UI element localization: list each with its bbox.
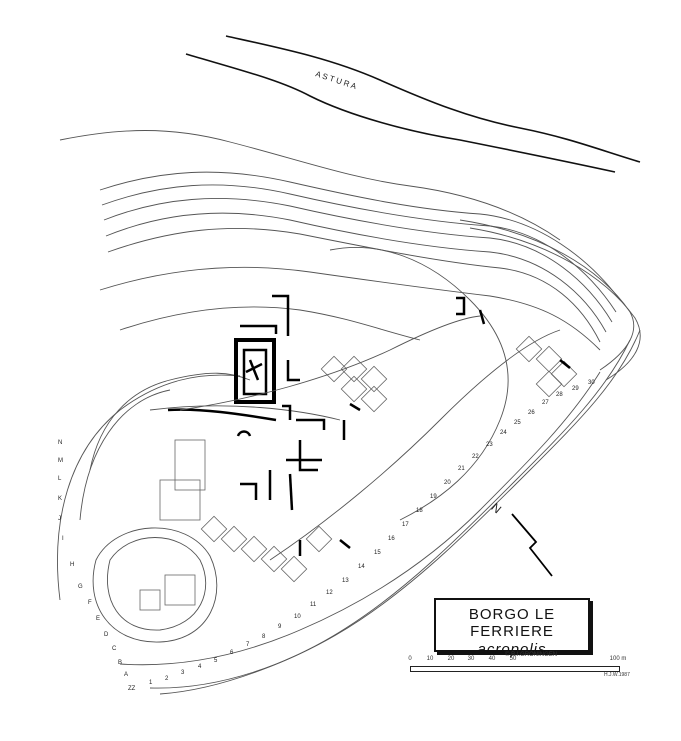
grid-label: 30 <box>588 380 595 386</box>
map-subtitle: acropolis <box>477 641 547 658</box>
scale-bar-line <box>410 666 620 672</box>
grid-label: 29 <box>572 386 579 392</box>
scale-label: 10 <box>426 656 434 662</box>
grid-label: 15 <box>374 550 381 556</box>
grid-label: 20 <box>444 480 451 486</box>
grid-label: 9 <box>278 624 282 630</box>
contour-lines <box>57 130 641 695</box>
scale-label: 100 m <box>609 656 627 662</box>
grid-label: 10 <box>294 614 301 620</box>
grid-label: N <box>58 440 62 446</box>
scale-label: 40 <box>488 656 496 662</box>
river-label: A S T U R A <box>314 69 358 91</box>
river-astura: A S T U R A <box>185 35 641 173</box>
scale-label: 30 <box>467 656 475 662</box>
grid-label: 3 <box>181 670 185 676</box>
grid-label: 27 <box>542 400 549 406</box>
grid-label: 16 <box>388 536 395 542</box>
excavation-grid <box>139 335 578 611</box>
grid-label: M <box>58 458 63 464</box>
building-walls <box>167 296 571 556</box>
grid-label: 24 <box>500 430 507 436</box>
grid-label: 14 <box>358 564 365 570</box>
grid-label: 23 <box>486 442 493 448</box>
temple-structure <box>234 294 290 404</box>
grid-label: 7 <box>246 642 250 648</box>
map-title-box: BORGO LE FERRIERE acropolis <box>434 598 590 658</box>
grid-label: 19 <box>430 494 437 500</box>
grid-label: I <box>62 536 64 542</box>
grid-label: K <box>58 496 62 502</box>
grid-label: 26 <box>528 410 535 416</box>
grid-label: 1 <box>149 680 153 686</box>
map-title: BORGO LE FERRIERE <box>468 606 556 640</box>
grid-label: E <box>96 616 100 622</box>
scale-label: 0 <box>408 656 412 662</box>
north-arrow: N <box>488 500 553 577</box>
scale-label: 20 <box>447 656 455 662</box>
grid-label: C <box>112 646 117 652</box>
grid-label: 22 <box>472 454 479 460</box>
grid-label: 4 <box>198 664 202 670</box>
grid-label: 6 <box>230 650 234 656</box>
grid-label: 5 <box>214 658 218 664</box>
grid-label: 11 <box>310 602 317 608</box>
grid-column-letters: ZZ A B C D E F G H I J K L M N <box>58 440 136 692</box>
map-credit: © B.I.GRONINGEN <box>505 652 558 658</box>
scale-label: 50 <box>509 656 517 662</box>
grid-label: 12 <box>326 590 333 596</box>
grid-label: 8 <box>262 634 266 640</box>
grid-label: 28 <box>556 392 563 398</box>
grid-label: D <box>104 632 109 638</box>
grid-label: ZZ <box>128 686 136 692</box>
grid-label: H <box>70 562 74 568</box>
grid-label: 18 <box>416 508 423 514</box>
north-label: N <box>488 500 504 516</box>
grid-label: 13 <box>342 578 349 584</box>
grid-label: 25 <box>514 420 521 426</box>
grid-label: B <box>118 660 122 666</box>
grid-label: A <box>124 672 128 678</box>
road <box>179 315 561 561</box>
scale-bar: 0 10 20 30 40 50 100 m H.J.W.1987 <box>408 656 638 682</box>
grid-label: F <box>88 600 92 606</box>
grid-row-numbers: 1 2 3 4 5 6 7 8 9 10 11 12 13 14 15 16 1… <box>149 380 595 686</box>
grid-label: 17 <box>402 522 409 528</box>
grid-label: J <box>58 516 61 522</box>
grid-label: 21 <box>458 466 465 472</box>
grid-label: L <box>58 476 62 482</box>
grid-label: 2 <box>165 676 169 682</box>
date-label: H.J.W.1987 <box>604 672 630 678</box>
grid-label: G <box>78 584 83 590</box>
